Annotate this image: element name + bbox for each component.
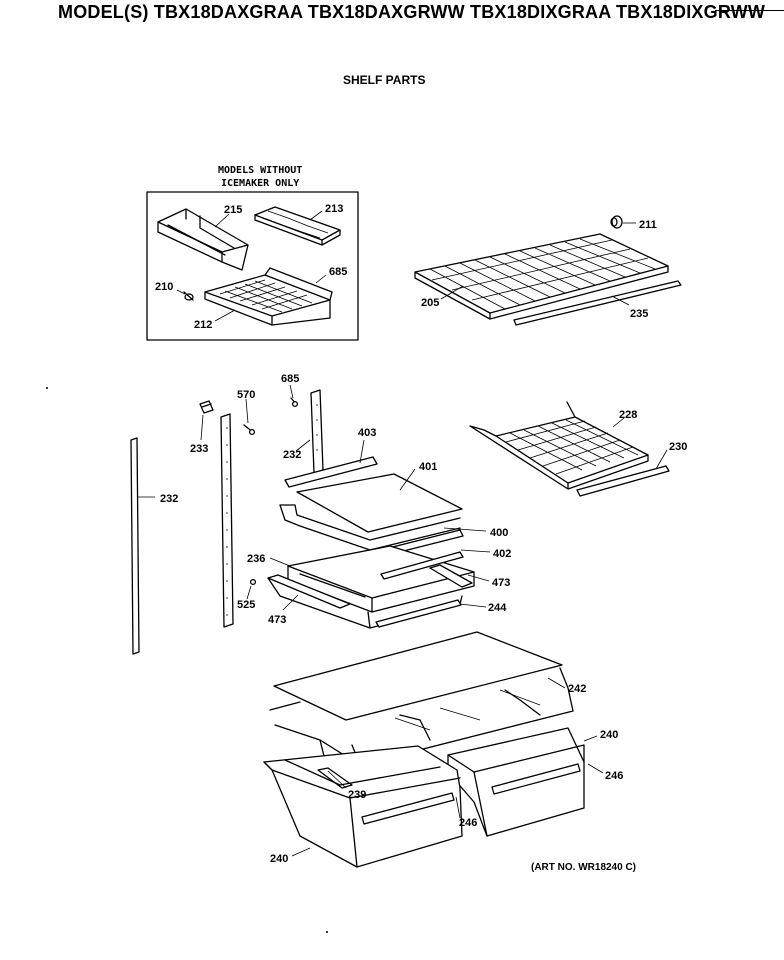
ice-bucket-part <box>157 208 249 271</box>
wire-shelf-228-part <box>469 401 649 490</box>
callout-685-inset: 685 <box>329 266 347 278</box>
top-wire-shelf-part <box>414 233 669 320</box>
trim-230-part <box>576 465 670 497</box>
rail-clip-part <box>199 400 214 414</box>
callout-212: 212 <box>194 319 212 331</box>
callout-525: 525 <box>237 599 255 611</box>
tray-236-part <box>287 545 475 613</box>
slide-473b-part <box>267 574 351 609</box>
shelf-trim-strip-part <box>513 280 682 326</box>
trim-403-part <box>284 456 378 488</box>
callout-213: 213 <box>325 203 343 215</box>
callout-403: 403 <box>358 427 376 439</box>
callout-228: 228 <box>619 409 637 421</box>
speck <box>46 387 48 389</box>
callout-205: 205 <box>421 297 439 309</box>
trim-402-part <box>380 551 464 580</box>
callout-239: 239 <box>348 789 366 801</box>
crisper-drawer-right-part <box>447 727 585 837</box>
callout-210: 210 <box>155 281 173 293</box>
trim-244-part <box>375 599 462 628</box>
callout-235: 235 <box>630 308 648 320</box>
callout-246-left: 246 <box>459 817 477 829</box>
inset-note: MODELS WITHOUT ICEMAKER ONLY <box>218 164 302 190</box>
callout-240-right: 240 <box>600 729 618 741</box>
slide-473a-part <box>429 564 473 588</box>
callout-570: 570 <box>237 389 255 401</box>
callout-232-left: 232 <box>160 493 178 505</box>
header-rule <box>715 10 784 11</box>
callout-242: 242 <box>568 683 586 695</box>
section-title: SHELF PARTS <box>343 73 426 87</box>
clip-part <box>183 291 194 301</box>
callout-215: 215 <box>224 204 242 216</box>
callout-400: 400 <box>490 527 508 539</box>
callout-244: 244 <box>488 602 507 614</box>
callout-401: 401 <box>419 461 437 473</box>
center-rail-part <box>310 389 324 474</box>
callout-402: 402 <box>493 548 511 560</box>
ice-tray-part <box>254 206 341 246</box>
callout-685: 685 <box>281 373 299 385</box>
inset-box <box>146 191 359 341</box>
callout-240-left: 240 <box>270 853 288 865</box>
screw-part-570 <box>243 424 256 436</box>
callout-236: 236 <box>247 553 265 565</box>
callout-233: 233 <box>190 443 208 455</box>
screw-part-685 <box>290 397 299 408</box>
callout-211: 211 <box>639 219 657 231</box>
inset-note-line-1: MODELS WITHOUT <box>218 165 303 176</box>
art-number: (ART NO. WR18240 C) <box>531 862 637 873</box>
glass-shelf-401-part <box>296 473 463 533</box>
crisper-drawer-left-part <box>263 745 463 868</box>
knob-part <box>610 215 623 229</box>
callout-230: 230 <box>669 441 687 453</box>
leader-lines <box>138 210 668 857</box>
clip-525-part <box>249 578 257 586</box>
callout-246-right: 246 <box>605 770 623 782</box>
callout-232-center: 232 <box>283 449 301 461</box>
lower-frame-part <box>267 577 463 629</box>
icemaker-rack-part <box>204 267 333 326</box>
shelf-frame-part <box>279 504 461 551</box>
speck <box>326 931 328 933</box>
inset-note-line-2: ICEMAKER ONLY <box>221 178 300 189</box>
callout-473-right: 473 <box>492 577 510 589</box>
callout-473-left: 473 <box>268 614 286 626</box>
models-header: MODEL(S) TBX18DAXGRAA TBX18DAXGRWW TBX18… <box>58 2 766 22</box>
left-rail-part <box>130 437 140 655</box>
shelf-ladder-rail-part <box>220 413 234 628</box>
